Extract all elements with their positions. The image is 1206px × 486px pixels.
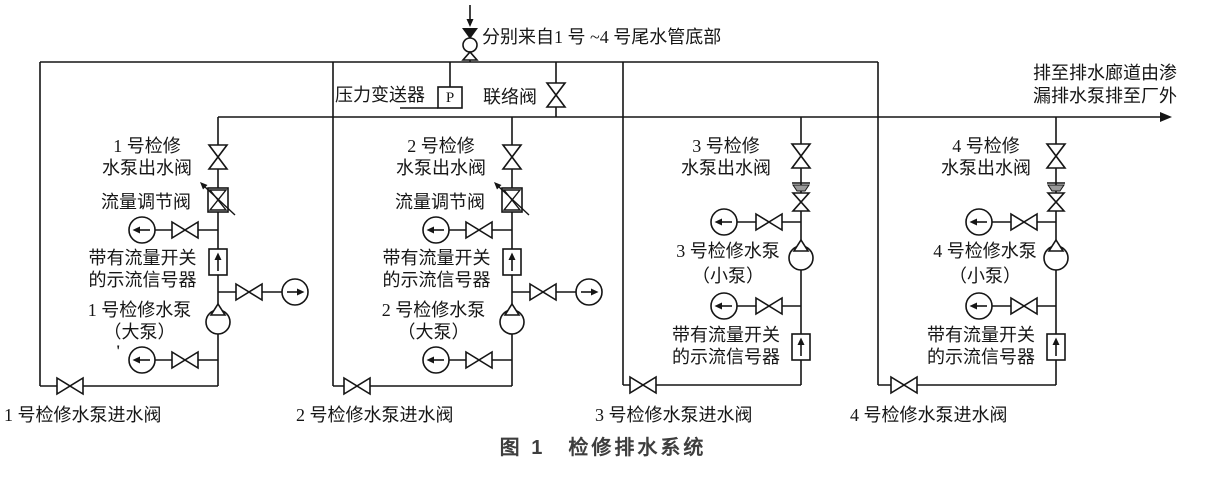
branch2-flow-signal-icon xyxy=(502,248,522,276)
connecting-valve-icon xyxy=(546,82,566,108)
branch2-pressure-gauge-icon xyxy=(422,216,450,244)
branch1-inlet-valve-label: 1 号检修水泵进水阀 xyxy=(4,405,162,425)
branch3-upper-gauge-icon xyxy=(710,208,738,236)
branch1-inlet-valve-icon xyxy=(56,377,84,395)
branch3-pump-icon xyxy=(788,239,814,271)
branch3-flow-signal-label: 带有流量开关的示流信号器 xyxy=(672,325,780,367)
branch4-outlet-valve-label: 4 号检修水泵出水阀 xyxy=(941,136,1031,178)
branch3-flow-signal-icon xyxy=(791,333,811,361)
pressure-transmitter-icon xyxy=(437,86,463,109)
branch3-lower-gauge-icon xyxy=(710,292,738,320)
branch4-pump-icon xyxy=(1043,239,1069,271)
pressure-transmitter-label: 压力变送器 xyxy=(335,85,425,105)
branch2-pump-icon xyxy=(499,303,525,335)
branch3-check-valve-icon xyxy=(791,182,811,212)
branch4-inlet-valve-icon xyxy=(890,376,918,394)
branch4-lower-gauge-icon xyxy=(965,292,993,320)
branch1-pump-icon xyxy=(205,303,231,335)
discharge-note-line1: 排至排水廊道由渗 xyxy=(1033,63,1177,83)
branch1-outlet-valve-icon xyxy=(208,144,228,170)
connecting-valve-label: 联络阀 xyxy=(483,87,537,107)
branch3-pump-label: 3 号检修水泵（小泵） xyxy=(676,241,780,286)
branch2-inlet-valve-label: 2 号检修水泵进水阀 xyxy=(296,405,454,425)
branch2-outlet-valve-label: 2 号检修水泵出水阀 xyxy=(396,136,486,178)
branch2-inlet-valve-icon xyxy=(343,377,371,395)
branch2-pump-label: 2 号检修水泵（大泵） xyxy=(381,300,486,342)
figure-caption: 图 1 检修排水系统 xyxy=(499,437,707,459)
branch4-upper-gauge-icon xyxy=(965,208,993,236)
pressure-transmitter-symbol: P xyxy=(445,90,455,106)
branch4-inlet-valve-label: 4 号检修水泵进水阀 xyxy=(850,405,1008,425)
branch2-lower-gauge-icon xyxy=(422,346,450,374)
branch2-regulating-valve-label: 流量调节阀 xyxy=(395,192,485,212)
branch1-pressure-gauge-icon xyxy=(128,216,156,244)
branch2-side-gauge-icon xyxy=(575,278,603,306)
branch2-lower-valve-icon xyxy=(465,351,493,369)
branch3-inlet-valve-label: 3 号检修水泵进水阀 xyxy=(595,405,753,425)
branch3-outlet-valve-icon xyxy=(791,143,811,169)
branch1-lower-gauge-icon xyxy=(128,346,156,374)
branch2-flow-signal-label: 带有流量开关的示流信号器 xyxy=(382,248,491,290)
branch1-side-valve-icon xyxy=(235,283,263,301)
branch2-outlet-valve-icon xyxy=(502,144,522,170)
branch3-outlet-valve-label: 3 号检修水泵出水阀 xyxy=(681,136,771,178)
branch4-outlet-valve-icon xyxy=(1046,143,1066,169)
branch3-inlet-valve-icon xyxy=(629,376,657,394)
branch1-pump-label: 1 号检修水泵（大泵） xyxy=(87,300,192,342)
branch4-check-valve-icon xyxy=(1046,182,1066,212)
branch4-flow-signal-label: 带有流量开关的示流信号器 xyxy=(927,325,1035,367)
branch4-flow-signal-icon xyxy=(1046,333,1066,361)
branch2-bypass-valve-icon xyxy=(465,221,493,239)
branch1-regulating-valve-label: 流量调节阀 xyxy=(101,192,191,212)
branch1-flow-signal-icon xyxy=(208,248,228,276)
branch1-tick-mark: ' xyxy=(116,343,121,360)
branch3-lower-valve-icon xyxy=(755,297,783,315)
source-note: 分别来自1 号 ~4 号尾水管底部 xyxy=(482,27,722,47)
branch1-flow-signal-label: 带有流量开关的示流信号器 xyxy=(88,248,197,290)
branch1-side-gauge-icon xyxy=(281,278,309,306)
branch4-lower-valve-icon xyxy=(1010,297,1038,315)
branch1-outlet-valve-label: 1 号检修水泵出水阀 xyxy=(102,136,192,178)
branch4-pump-label: 4 号检修水泵（小泵） xyxy=(933,241,1037,286)
branch2-side-valve-icon xyxy=(529,283,557,301)
branch4-upper-valve-icon xyxy=(1010,213,1038,231)
branch1-lower-valve-icon xyxy=(171,351,199,369)
discharge-note: 排至排水廊道由渗 漏排水泵排至厂外 xyxy=(1012,62,1198,108)
discharge-arrow-icon xyxy=(1160,112,1172,122)
inlet-source-icon xyxy=(461,19,479,61)
discharge-note-line2: 漏排水泵排至厂外 xyxy=(1033,86,1177,106)
branch3-upper-valve-icon xyxy=(755,213,783,231)
branch1-bypass-valve-icon xyxy=(171,221,199,239)
